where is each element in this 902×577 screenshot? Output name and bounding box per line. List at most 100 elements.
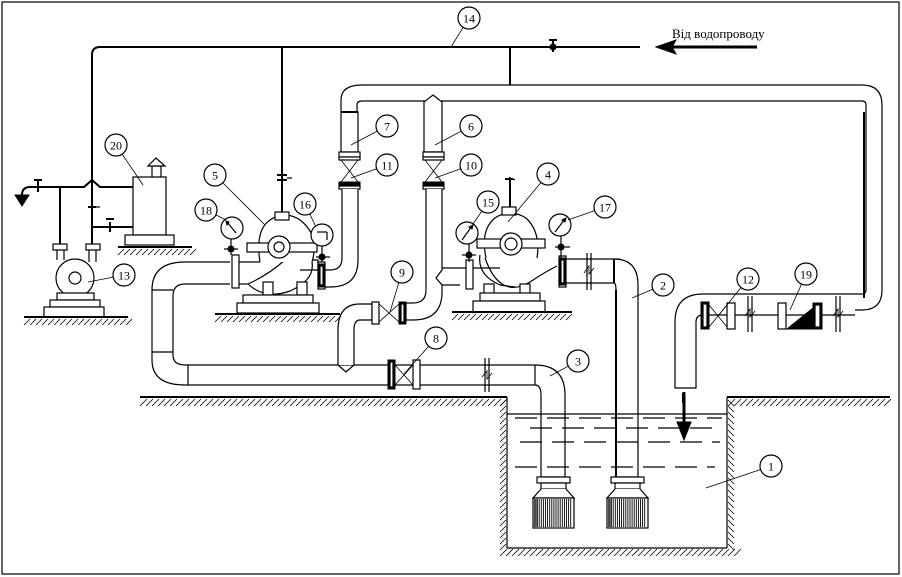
label-circle <box>566 349 590 373</box>
air-tank <box>118 157 192 248</box>
aux-piping <box>14 178 137 245</box>
label-circle <box>459 153 483 177</box>
label-vacuum-gauge-left: 16 <box>293 192 317 226</box>
label-gate-valve-bypass: 9 <box>389 260 414 313</box>
suction-pipe-2 <box>613 258 639 478</box>
label-circle <box>424 326 448 350</box>
label-number: 18 <box>200 204 212 218</box>
label-circle <box>375 114 399 138</box>
outlet-line <box>674 293 855 389</box>
label-number: 5 <box>212 169 218 183</box>
label-gate-valve-suction-line: 8 <box>403 326 448 375</box>
label-suction-pipe-pump-4: 2 <box>631 273 675 299</box>
label-circle <box>476 190 500 214</box>
label-number: 11 <box>381 159 393 173</box>
label-pump-main-right: 4 <box>507 162 560 223</box>
leader-line <box>434 168 461 179</box>
pipe-break-outlet-2 <box>832 296 844 332</box>
label-number: 12 <box>742 273 754 287</box>
suction-pipe-3 <box>534 364 566 478</box>
leader-line <box>434 130 462 146</box>
label-reservoir: 1 <box>705 454 783 489</box>
leader-line <box>215 214 227 221</box>
label-circle <box>203 163 227 187</box>
strainer-left <box>531 476 576 529</box>
pressure-gauge-18 <box>220 216 244 255</box>
leader-line <box>350 168 377 179</box>
arrow-left-icon <box>654 39 678 55</box>
vacuum-pump <box>24 243 128 318</box>
pipe-break-outlet-1 <box>744 296 756 332</box>
label-discharge-transition-left: 7 <box>350 114 399 146</box>
label-circle <box>459 114 483 138</box>
label-number: 20 <box>110 139 122 153</box>
label-number: 17 <box>599 201 611 215</box>
leader-line <box>507 182 542 223</box>
label-pump-main-left: 5 <box>203 163 266 226</box>
inlet-arrow <box>654 39 757 55</box>
discharge-riser-left <box>319 151 361 288</box>
leader-line <box>403 345 429 375</box>
strainer-right <box>605 476 650 529</box>
leader-line <box>222 182 266 226</box>
label-water-supply-line: 14 <box>450 6 481 48</box>
label-number: 3 <box>575 355 581 369</box>
discharge-arrow <box>676 392 692 442</box>
pipe-break-pump4 <box>583 253 595 290</box>
ground-hatching <box>23 248 892 557</box>
label-number: 4 <box>545 168 551 182</box>
label-number: 9 <box>399 266 405 280</box>
label-number: 19 <box>800 268 812 282</box>
gate-valve-8 <box>387 359 421 390</box>
label-circle <box>593 195 617 219</box>
label-number: 15 <box>482 196 494 210</box>
label-number: 6 <box>468 120 474 134</box>
label-suction-pipe-pump-5: 3 <box>549 349 590 377</box>
leader-line <box>705 469 761 489</box>
label-circle <box>104 133 128 157</box>
pump-5 <box>215 211 340 315</box>
label-number: 16 <box>299 198 311 212</box>
leader-line <box>789 283 802 311</box>
label-circle <box>293 192 317 216</box>
leader-line <box>472 210 483 225</box>
vacuum-gauge-15 <box>455 221 479 262</box>
label-circle <box>651 273 675 297</box>
label-number: 14 <box>463 12 475 26</box>
label-discharge-transition-right: 6 <box>434 114 483 146</box>
leader-line <box>309 213 316 226</box>
label-circle <box>457 6 481 30</box>
label-gate-valve-outlet: 12 <box>717 267 760 317</box>
label-circle <box>759 454 783 478</box>
label-number: 7 <box>384 120 390 134</box>
label-vacuum-gauge-right: 15 <box>472 190 500 225</box>
label-circle <box>390 260 414 284</box>
leader-line <box>549 365 569 377</box>
pipe-break-suction <box>481 358 493 392</box>
vacuum-gauge-16 <box>310 223 334 262</box>
leader-line <box>389 282 400 313</box>
arrow-down-icon <box>676 421 692 442</box>
label-gate-valve-discharge-right: 10 <box>434 153 483 179</box>
flow-meter-19 <box>777 302 823 330</box>
label-circle <box>736 267 760 291</box>
leader-line <box>450 27 464 48</box>
leader-line <box>567 210 595 221</box>
leader-line <box>87 276 114 283</box>
riser-valve-left <box>277 174 292 181</box>
leader-line <box>631 288 654 299</box>
label-flow-meter: 19 <box>789 262 818 311</box>
discharge-riser-right <box>405 151 470 321</box>
water-levels <box>515 417 722 468</box>
pump-4 <box>452 206 620 313</box>
leader-line <box>350 130 378 146</box>
leader-line <box>121 153 144 186</box>
label-pressure-gauge-right: 17 <box>567 195 617 221</box>
pressure-gauge-17 <box>548 213 572 258</box>
label-number: 2 <box>660 279 666 293</box>
gate-valve-9 <box>371 301 407 325</box>
label-number: 8 <box>433 332 439 346</box>
label-number: 1 <box>768 460 774 474</box>
